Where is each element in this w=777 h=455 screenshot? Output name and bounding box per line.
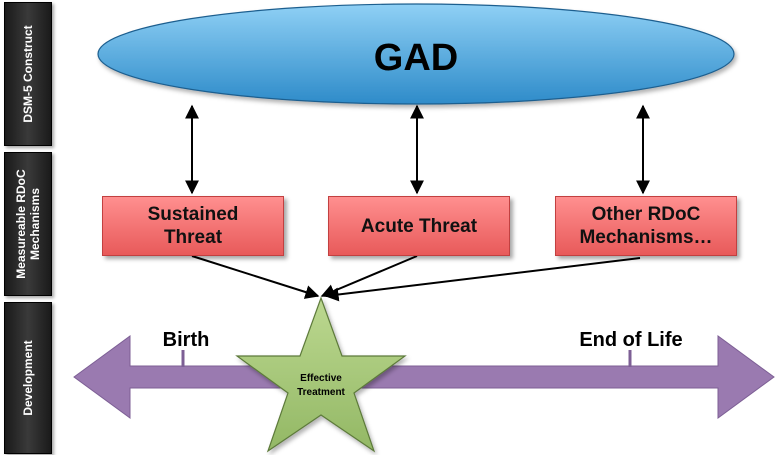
other-line1: Other RDoC <box>591 204 701 225</box>
treatment-label-line1: Effective <box>300 373 342 384</box>
arrow-sustained-treatment <box>191 255 320 299</box>
side-label-development: Development <box>4 302 52 454</box>
gad-label: GAD <box>374 37 458 79</box>
side-label-mechanisms: Measureable RDoC Mechanisms <box>4 152 52 296</box>
gad-ellipse <box>97 3 735 105</box>
box-other-mechanisms: Other RDoC Mechanisms… <box>555 196 737 256</box>
birth-label: Birth <box>163 329 210 351</box>
effective-treatment-star <box>235 296 407 453</box>
sustained-line2: Threat <box>163 227 223 248</box>
box-acute-threat: Acute Threat <box>328 196 510 256</box>
end-of-life-label: End of Life <box>579 329 682 351</box>
arrow-other-treatment <box>324 257 641 302</box>
side-label-construct: DSM-5 Construct <box>4 2 52 146</box>
sustained-line1: Sustained <box>147 204 239 225</box>
timeline-arrow <box>73 335 775 419</box>
treatment-label-line2: Treatment <box>297 387 345 398</box>
other-line2: Mechanisms… <box>579 227 713 248</box>
acute-label: Acute Threat <box>360 215 478 237</box>
box-sustained-threat: Sustained Threat <box>102 196 284 256</box>
